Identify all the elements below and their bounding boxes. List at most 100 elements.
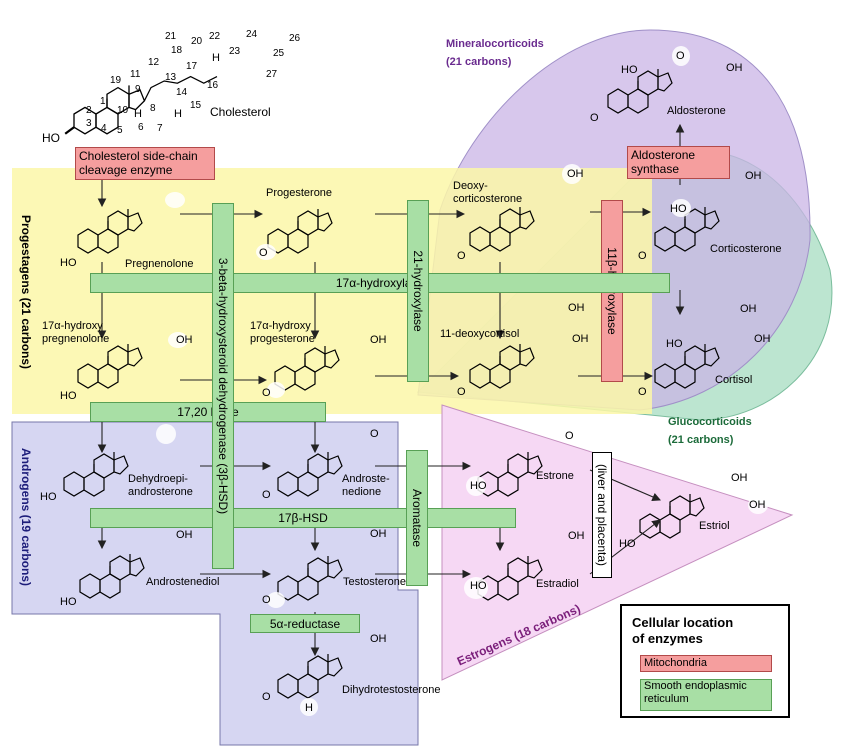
- hydroxyprogesterone-oh: OH: [370, 334, 387, 346]
- carbon-19: 19: [110, 75, 122, 86]
- testosterone-name: Testosterone: [343, 576, 406, 588]
- carbon-25: 25: [273, 48, 285, 59]
- testosterone-oh: OH: [370, 528, 387, 540]
- carbon-1: 1: [100, 96, 106, 107]
- androgens-label: Androgens (19 carbons): [19, 447, 33, 587]
- carbon-21: 21: [165, 31, 177, 42]
- estriol-oh1: OH: [731, 472, 748, 484]
- legend-smooth-er: Smooth endoplasmic reticulum: [640, 679, 772, 711]
- androstenediol-oh: OH: [176, 529, 193, 541]
- carbon-6: 6: [138, 122, 144, 133]
- cortisol-ho: HO: [666, 338, 683, 350]
- deoxycortisol-oh2: OH: [572, 333, 589, 345]
- hydroxypregnenolone-ho: HO: [60, 390, 77, 402]
- androstenedione-name: Androste- nedione: [342, 473, 390, 498]
- reductase5a-enzyme: 5α-reductase: [250, 614, 360, 633]
- dht-oh: OH: [370, 633, 387, 645]
- cholesterol-name: Cholesterol: [210, 105, 271, 119]
- hydroxypregnenolone-oh: OH: [176, 334, 193, 346]
- liver-placenta-box: (liver and placenta): [592, 452, 612, 578]
- progesterone-name: Progesterone: [266, 187, 333, 199]
- carbon-8: 8: [150, 103, 156, 114]
- dht-o: O: [262, 691, 271, 703]
- carbon-15: 15: [190, 100, 202, 111]
- cholesterol-structure: [64, 75, 218, 135]
- carbon-14: 14: [176, 87, 188, 98]
- carbon-17: 17: [186, 61, 198, 72]
- hsd3b-enzyme: 3-beta-hydroxysteroid dehydrogenase (3β-…: [212, 203, 234, 569]
- aldosterone-synthase-enzyme: Aldosterone synthase: [627, 146, 730, 179]
- carbon-20: 20: [191, 36, 203, 47]
- carbon-10: 10: [117, 105, 129, 116]
- estradiol-name: Estradiol: [536, 578, 579, 590]
- hydroxypregnenolone-name: 17α-hydroxy pregnenolone: [42, 320, 110, 345]
- dht-h: H: [305, 702, 313, 714]
- deoxycortisol-oh1: OH: [568, 302, 585, 314]
- glucocorticoids-label: Glucocorticoids: [668, 416, 752, 428]
- cortisol-name: Cortisol: [715, 374, 753, 386]
- corticosterone-o: O: [638, 250, 647, 262]
- hydroxyprogesterone-o: O: [262, 387, 271, 399]
- carbon-2: 2: [86, 105, 92, 116]
- region-androgens: [11, 421, 419, 746]
- aldosterone-name: Aldosterone: [667, 105, 726, 117]
- carbon-22: 22: [209, 31, 221, 42]
- aldosterone-ho: HO: [621, 64, 638, 76]
- dht-name: Dihydrotestosterone: [342, 684, 441, 696]
- testosterone-o: O: [262, 594, 271, 606]
- carbon-26: 26: [289, 33, 301, 44]
- androstenedione-o: O: [262, 489, 271, 501]
- pregnenolone-name: Pregnenolone: [125, 258, 194, 270]
- cholesterol-ho: HO: [42, 131, 60, 145]
- hydroxylase21-enzyme: 21-hydroxylase: [407, 200, 429, 382]
- aldosterone-oh: OH: [726, 62, 743, 74]
- scc-enzyme: Cholesterol side-chain cleavage enzyme: [75, 147, 215, 180]
- aromatase-enzyme: Aromatase: [406, 450, 428, 586]
- legend-title: Cellular location of enzymes: [632, 615, 734, 646]
- carbon-18: 18: [171, 45, 183, 56]
- estradiol-oh: OH: [568, 530, 585, 542]
- cholesterol-h14: H: [174, 108, 182, 120]
- carbon-13: 13: [165, 72, 177, 83]
- cortisol-o: O: [638, 386, 647, 398]
- aldosterone-o-aldehyde: O: [676, 50, 685, 62]
- estriol-name: Estriol: [699, 520, 730, 532]
- estrone-ho: HO: [470, 480, 487, 492]
- region-estrogens: [441, 404, 794, 681]
- hydroxylase17a-enzyme: 17α-hydroxylase: [90, 273, 670, 293]
- carbon-24: 24: [246, 29, 258, 40]
- aromatase-label: Aromatase: [410, 488, 424, 548]
- deoxycortisol-name: 11-deoxycortisol: [440, 328, 520, 340]
- legend-mitochondria: Mitochondria: [640, 655, 772, 672]
- androstenediol-name: Androstenediol: [146, 576, 220, 588]
- mineralocorticoids-label: Mineralocorticoids: [446, 38, 544, 50]
- lyase1720-enzyme: 17,20 lyase: [90, 402, 326, 422]
- carbon-5: 5: [117, 125, 123, 136]
- carbon-7: 7: [157, 123, 163, 134]
- dhea-ho: HO: [40, 491, 57, 503]
- dhea-name: Dehydroepi- androsterone: [128, 473, 193, 498]
- corticosterone-name: Corticosterone: [710, 243, 782, 255]
- carbon-11: 11: [130, 69, 141, 80]
- estradiol-ho: HO: [470, 580, 487, 592]
- legend: Cellular location of enzymes Mitochondri…: [620, 604, 790, 718]
- carbon-9: 9: [135, 84, 141, 95]
- estriol-ho: HO: [619, 538, 636, 550]
- hsd17b-enzyme: 17β-HSD: [90, 508, 516, 528]
- corticosterone-oh: OH: [745, 170, 762, 182]
- estriol-oh2: OH: [749, 499, 766, 511]
- hydroxyprogesterone-name: 17α-hydroxy progesterone: [250, 320, 315, 345]
- estrone-name: Estrone: [536, 470, 574, 482]
- liver-placenta-label: (liver and placenta): [595, 463, 609, 567]
- deoxycortisol-o: O: [457, 386, 466, 398]
- mineralocorticoids-carbons: (21 carbons): [446, 56, 512, 68]
- estrone-o: O: [565, 430, 574, 442]
- hydroxylase21-label: 21-hydroxylase: [411, 250, 425, 332]
- corticosterone-ho: HO: [670, 203, 687, 215]
- hsd3b-label: 3-beta-hydroxysteroid dehydrogenase (3β-…: [216, 257, 230, 515]
- carbon-16: 16: [207, 80, 219, 91]
- deoxycorticosterone-o: O: [457, 250, 466, 262]
- cortisol-oh1: OH: [740, 303, 757, 315]
- androstenediol-ho: HO: [60, 596, 77, 608]
- carbon-12: 12: [148, 57, 160, 68]
